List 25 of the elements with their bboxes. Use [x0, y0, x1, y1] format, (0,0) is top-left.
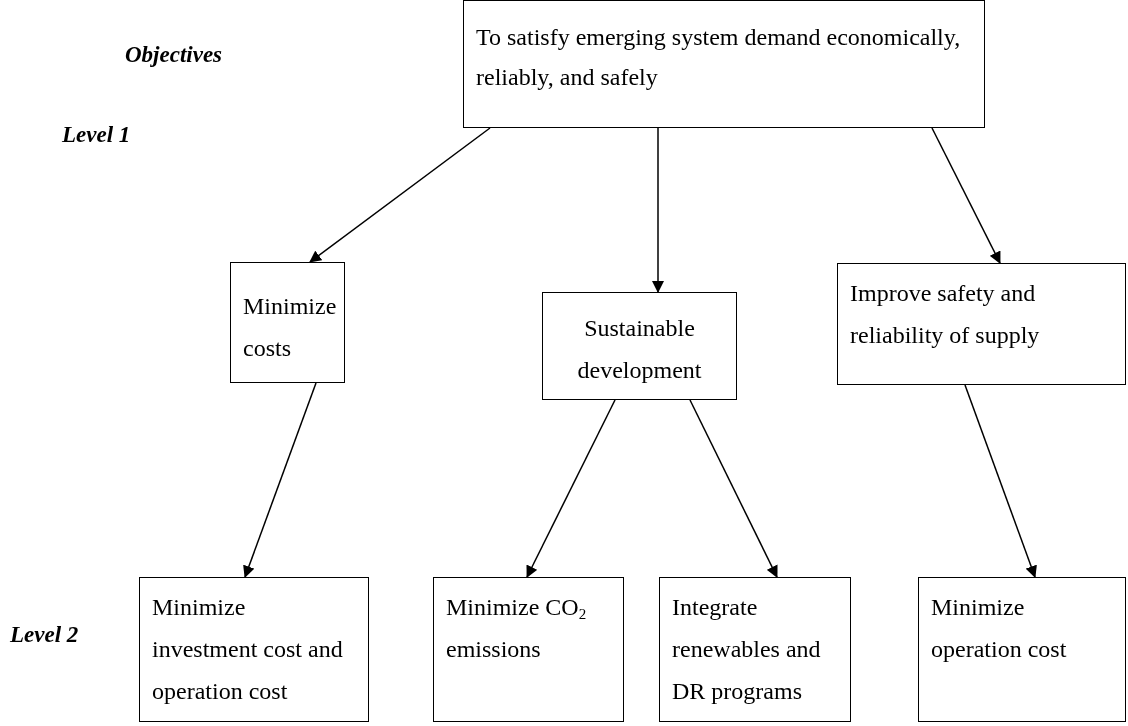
arrow: [652, 127, 664, 293]
objective-box: [463, 0, 985, 128]
goal-box: [659, 577, 851, 722]
node-text: Integrate renewables and DR programs: [672, 593, 822, 706]
goal-box: [918, 577, 1126, 722]
goal-box: [230, 262, 345, 383]
level-label: Objectives: [125, 42, 223, 68]
goal-box: [433, 577, 624, 722]
arrow: [964, 384, 1037, 578]
node-text: Improve safety and reliability of supply: [850, 279, 1041, 350]
goal-box: [542, 292, 737, 400]
arrow: [689, 399, 778, 578]
node-text: To satisfy emerging system demand economically, reliably, and safely: [476, 23, 962, 92]
node-text: Minimize operation cost: [931, 593, 1068, 664]
arrow: [526, 399, 616, 578]
node-text: Sustainable development: [576, 314, 703, 385]
arrow: [309, 127, 491, 263]
level-label: Level 2: [10, 622, 79, 648]
arrow: [243, 382, 317, 578]
goal-box: [837, 263, 1126, 385]
node-text: Minimize CO$_{2}$ emissions: [446, 593, 588, 664]
arrow: [931, 127, 1001, 264]
level-label: Level 1: [62, 122, 131, 148]
node-text: Minimize investment cost and operation cost: [152, 593, 344, 706]
goal-box: [139, 577, 369, 722]
